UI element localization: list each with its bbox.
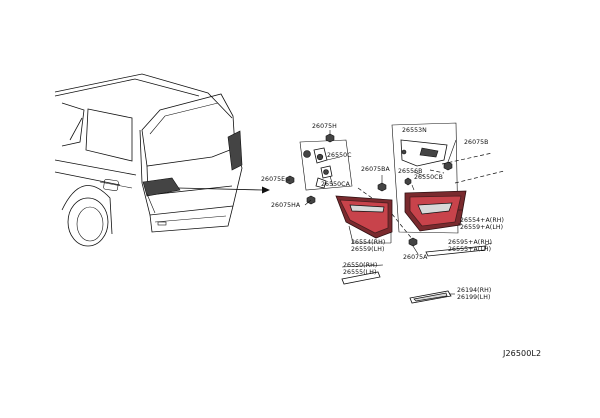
outer-lamp-group [285,130,419,285]
label-26075A: 26075A [403,254,428,261]
label-26556B: 26556B [398,168,423,175]
vehicle-to-parts-arrow [177,186,270,194]
reflector-26194 [409,290,452,304]
garnish-26595a [425,245,487,257]
part-labels: 26075H 26550C 26075E 26550CA 26075HA 260… [261,123,541,358]
label-26199: 26199(LH) [457,294,491,301]
outer-combination-lamp [335,195,393,239]
label-26550CA: 26550CA [321,181,351,188]
label-26075HA: 26075HA [271,202,301,209]
bulb-26550 [341,271,381,285]
label-26550C: 26550C [327,152,352,159]
inner-combination-lamp [404,190,467,232]
label-26075B: 26075B [464,139,489,146]
label-26194: 26194(RH) [457,287,491,294]
label-26553N: 26553N [402,127,427,134]
vehicle-rear-illustration [54,73,243,247]
label-26555A: 26555+A(LH) [448,246,491,253]
label-26595A: 26595+A(RH) [448,239,492,246]
screw-26075h-icon [325,133,335,143]
label-26075BA: 26075BA [361,166,391,173]
socket-bulb-assembly [303,147,333,189]
inner-lamp-group [391,122,505,304]
label-26559: 26559(LH) [351,246,385,253]
label-26554: 26554(RH) [351,239,385,246]
label-26554A: 26554+A(RH) [460,217,504,224]
diagram-code: J26500L2 [502,349,541,358]
label-26550CB: 26550CB [414,174,443,181]
screw-26075b-icon [443,161,453,171]
clip-26075ba-icon [377,182,387,192]
label-26075H: 26075H [312,123,337,130]
label-26550: 26550(RH) [343,262,377,269]
clip-26075a-icon [408,237,418,247]
label-26555: 26555(LH) [343,269,377,276]
label-26075E: 26075E [261,176,285,183]
label-26559A: 26559+A(LH) [460,224,503,231]
